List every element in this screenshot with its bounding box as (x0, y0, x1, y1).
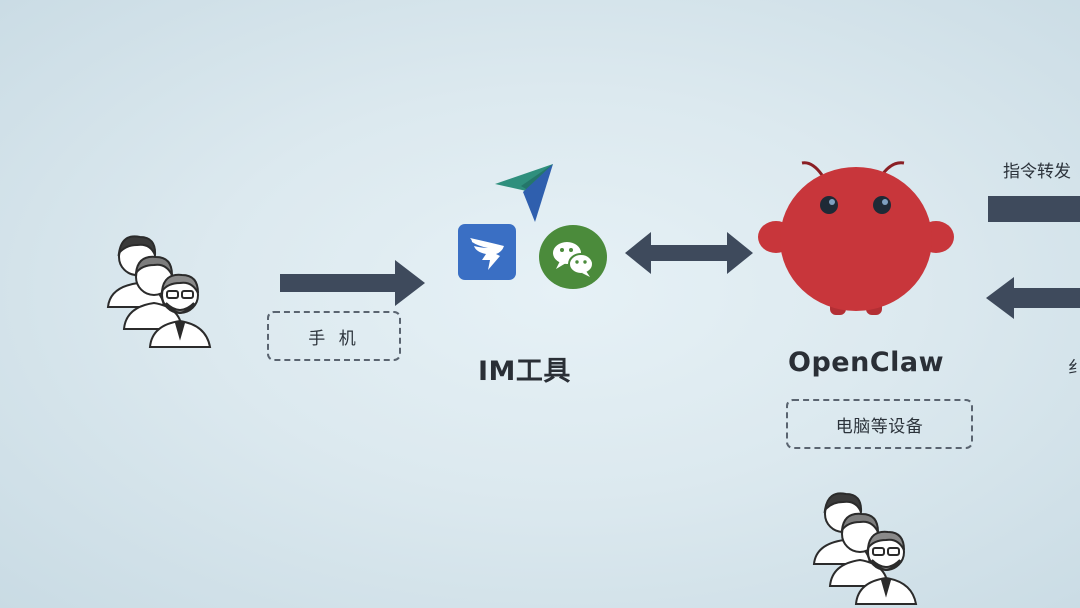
arrow-to-right (988, 196, 1080, 222)
phone-label: 手 机 (308, 328, 360, 349)
im-tools-title: IM工具 (478, 356, 571, 387)
phone-label-box: 手 机 (267, 311, 401, 361)
openclaw-title: OpenClaw (788, 347, 945, 378)
dingtalk-icon (458, 224, 516, 280)
device-label-box: 电脑等设备 (786, 399, 973, 449)
partial-right-label: 纟 (1068, 358, 1080, 378)
people-group-left (100, 225, 220, 350)
arrow-phone-to-im (280, 260, 425, 306)
people-group-icon (812, 492, 918, 605)
people-group-bottom (806, 482, 926, 607)
feishu-logo (495, 162, 560, 224)
arrow-im-openclaw (625, 232, 753, 274)
double-arrow-icon (625, 232, 753, 274)
arrow-right-icon (988, 196, 1080, 222)
arrow-right-icon (280, 260, 425, 306)
people-group-icon (106, 235, 212, 348)
feishu-icon (495, 164, 553, 222)
command-forward-label: 指令转发 (1003, 162, 1071, 182)
dingtalk-logo (458, 224, 516, 280)
arrow-left-icon (986, 277, 1080, 319)
wechat-logo (538, 224, 608, 290)
openclaw-mascot-icon (758, 161, 954, 315)
arrow-from-right (986, 277, 1080, 319)
wechat-icon (539, 225, 607, 289)
device-label: 电脑等设备 (835, 416, 924, 437)
openclaw-mascot (752, 155, 960, 320)
